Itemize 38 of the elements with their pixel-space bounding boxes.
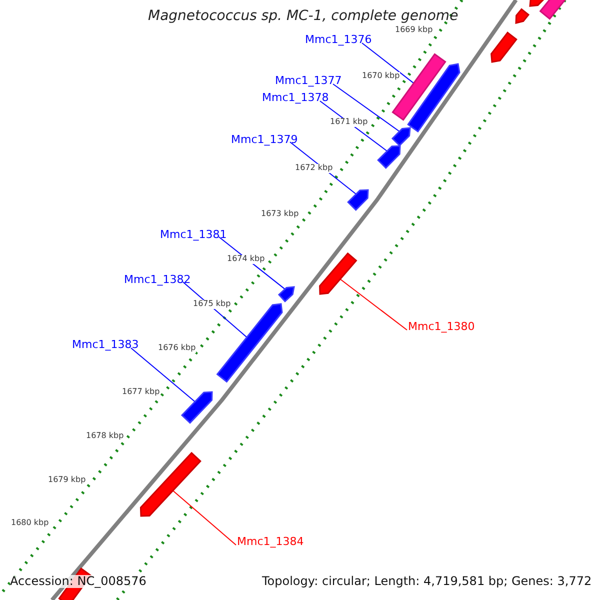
tick-label: 1679 kbp [48,476,86,485]
leader-line [172,490,236,546]
diagram-title: Magnetococcus sp. MC-1, complete genome [148,9,458,24]
tick-label: 1674 kbp [227,255,265,264]
leader-line [332,84,400,132]
tick-label: 1670 kbp [362,72,400,81]
tick-label: 1675 kbp [193,300,231,309]
gene-label: Mmc1_1381 [160,229,227,242]
tick-label: 1680 kbp [11,519,49,528]
tick-label: 1677 kbp [122,388,160,397]
info-text: Accession: NC_008576 [10,575,146,588]
tick-label: 1669 kbp [395,26,433,35]
gene-label: Mmc1_1376 [305,34,372,46]
gene-bar [278,286,295,302]
info-text: Topology: circular; Length: 4,719,581 bp; Genes: 3,772 [262,575,592,588]
gene-label: Mmc1_1382 [124,274,191,286]
tick-label: 1672 kbp [295,164,333,173]
gene-bar [180,391,213,424]
gene-bar [319,252,358,295]
tick-label: 1678 kbp [86,432,124,441]
leader-line [218,236,286,290]
leader-line [182,282,248,338]
leader-line [340,278,408,330]
leader-line [362,42,414,84]
gene-bar [140,452,202,517]
tick-label: 1676 kbp [158,344,196,353]
gene-label: Mmc1_1383 [72,339,139,352]
gene-bar [391,127,411,147]
tick-label: 1673 kbp [261,210,299,219]
tick-label: 1671 kbp [330,118,368,127]
gene-bar [377,145,401,169]
gene-bar [347,189,369,211]
gene-label: Mmc1_1380 [408,321,475,334]
gene-label: Mmc1_1378 [262,92,329,104]
gene-label: Mmc1_1379 [231,134,298,146]
leader-line [130,348,196,402]
gene-label: Mmc1_1377 [275,75,342,88]
gene-label: Mmc1_1384 [237,536,304,548]
